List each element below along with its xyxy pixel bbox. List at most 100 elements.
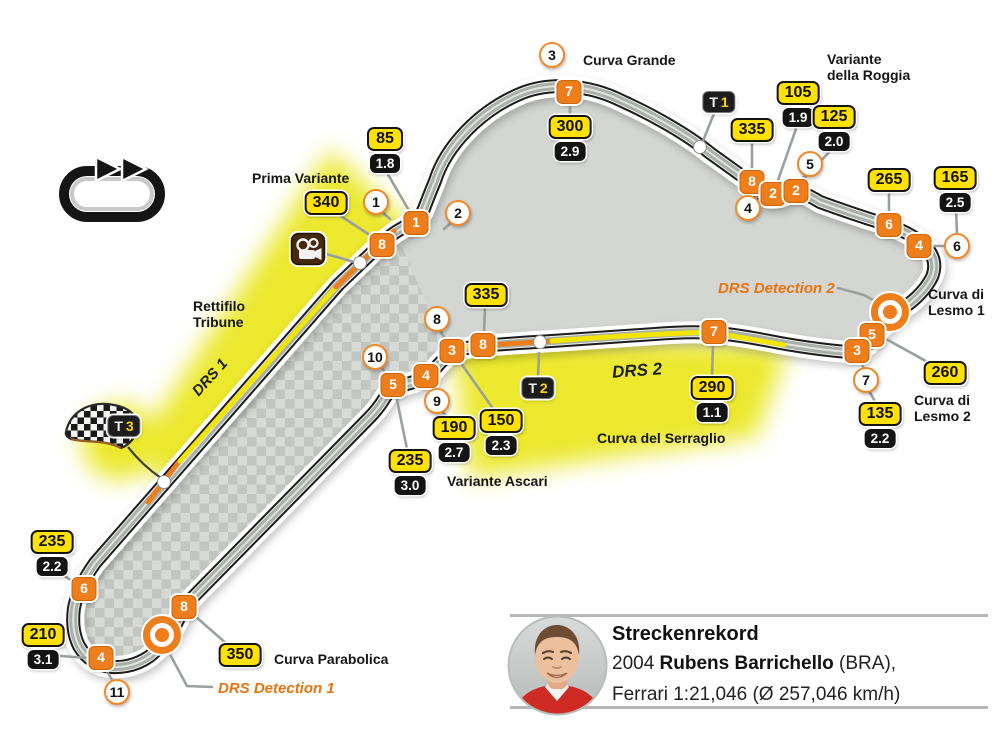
- turn-number: 8: [424, 306, 450, 332]
- speed-label: 235: [30, 530, 74, 554]
- gear-marker: 2: [760, 182, 786, 206]
- turn-number: 11: [104, 679, 130, 705]
- label-curva-parabolica: Curva Parabolica: [274, 651, 389, 667]
- record-nationality: (BRA),: [833, 653, 897, 674]
- label-rettifilo-tribune: Rettifilo Tribune: [193, 298, 246, 331]
- turn-number: 3: [539, 42, 565, 68]
- speed-gforce-stack: 210 3.1: [21, 623, 65, 669]
- speed-stack: 260: [923, 361, 967, 385]
- speed-label: 210: [21, 623, 65, 647]
- timing-dot-t1: [693, 140, 707, 154]
- speed-gforce-stack: 190 2.7: [432, 416, 476, 462]
- drs-detection-1-marker: [141, 614, 183, 656]
- direction-arrows-icon: [59, 154, 165, 222]
- turn-number: 2: [445, 200, 471, 226]
- speed-label: 260: [923, 361, 967, 385]
- label-variante-della-roggia: Variante della Roggia: [827, 51, 911, 84]
- timing-dot-camera: [353, 256, 367, 270]
- speed-label: 335: [730, 118, 774, 142]
- speed-label: 265: [867, 168, 911, 192]
- record-year: 2004: [612, 653, 660, 674]
- gear-marker: 6: [71, 577, 97, 601]
- gforce-label: 2.9: [554, 142, 586, 161]
- track-infield: [73, 86, 935, 668]
- speed-gforce-stack: 135 2.2: [858, 402, 902, 448]
- label-variante-ascari: Variante Ascari: [447, 473, 548, 489]
- record-panel-top-rule: [510, 614, 988, 617]
- speed-gforce-stack: 300 2.9: [548, 115, 592, 161]
- gear-marker: 8: [171, 595, 197, 619]
- gear-marker: 8: [470, 333, 496, 357]
- timing-line-dots: [157, 140, 707, 489]
- sector-number: 3: [125, 418, 134, 434]
- gforce-label: 1.8: [369, 154, 401, 173]
- speed-label: 300: [548, 115, 592, 139]
- gforce-label: 3.0: [394, 476, 426, 495]
- record-time-line: Ferrari 1:21,046 (Ø 257,046 km/h): [612, 684, 901, 705]
- speed-label: 165: [933, 166, 977, 190]
- gear-marker: 4: [906, 234, 932, 258]
- driver-photo: [507, 615, 608, 716]
- gear-marker: 1: [403, 211, 429, 235]
- speed-label: 85: [367, 127, 403, 151]
- gear-marker: 7: [556, 80, 582, 104]
- speed-stack: 350: [218, 643, 262, 667]
- record-driver: Rubens Barrichello: [659, 653, 834, 674]
- speed-label: 105: [776, 81, 820, 105]
- gear-marker: 7: [701, 320, 727, 344]
- gforce-label: 1.1: [696, 403, 728, 422]
- label-prima-variante: Prima Variante: [252, 170, 350, 186]
- gforce-label: 2.7: [438, 443, 470, 462]
- turn-number: 7: [853, 367, 879, 393]
- label-curva-grande: Curva Grande: [583, 52, 676, 68]
- gforce-label: 2.2: [864, 429, 896, 448]
- turn-number: 4: [735, 195, 761, 221]
- gforce-label: 2.5: [939, 193, 971, 212]
- gforce-label: 2.2: [36, 557, 68, 576]
- gear-marker: 3: [844, 339, 870, 363]
- speed-label: 135: [858, 402, 902, 426]
- speed-gforce-stack: 235 3.0: [388, 449, 432, 495]
- speed-stack: 265: [867, 168, 911, 192]
- gear-marker: 4: [413, 364, 439, 388]
- gforce-label: 2.3: [485, 436, 517, 455]
- speed-label: 335: [464, 283, 508, 307]
- speed-label: 235: [388, 449, 432, 473]
- speed-gforce-stack: 85 1.8: [367, 127, 403, 173]
- checkered-infield: [81, 246, 445, 659]
- gear-marker: 2: [783, 179, 809, 203]
- speed-label: 190: [432, 416, 476, 440]
- label-drs2-zone: DRS 2: [611, 359, 663, 382]
- record-holder-line: 2004 Rubens Barrichello (BRA),: [612, 652, 896, 676]
- speed-stack: 340: [304, 191, 348, 215]
- gear-marker: 8: [369, 233, 395, 257]
- turn-number: 5: [797, 151, 823, 177]
- label-curva-di-lesmo-1: Curva di Lesmo 1: [928, 286, 985, 319]
- drs1-stripe: [177, 284, 339, 464]
- speed-gforce-stack: 290 1.1: [690, 376, 734, 422]
- speed-label: 350: [218, 643, 262, 667]
- sector-letter: T: [114, 418, 123, 434]
- gear-marker: 6: [876, 213, 902, 237]
- sector-number: 2: [539, 380, 548, 396]
- speed-gforce-stack: 165 2.5: [933, 166, 977, 212]
- turn-number: 9: [424, 388, 450, 414]
- gear-marker: 5: [380, 373, 406, 397]
- timing-dot-finish: [157, 475, 171, 489]
- flag-pole: [127, 446, 162, 479]
- speed-label: 125: [812, 105, 856, 129]
- sector-number: 1: [720, 94, 729, 110]
- drs-detection-2-marker: [869, 291, 911, 333]
- gforce-label: 1.9: [782, 108, 814, 127]
- tv-camera-icon: [289, 231, 327, 267]
- timing-dot-t2: [533, 335, 547, 349]
- speed-gforce-stack: 235 2.2: [30, 530, 74, 576]
- gforce-label: 3.1: [27, 650, 59, 669]
- turn-number: 10: [362, 344, 388, 370]
- label-curva-del-serraglio: Curva del Serraglio: [597, 430, 726, 446]
